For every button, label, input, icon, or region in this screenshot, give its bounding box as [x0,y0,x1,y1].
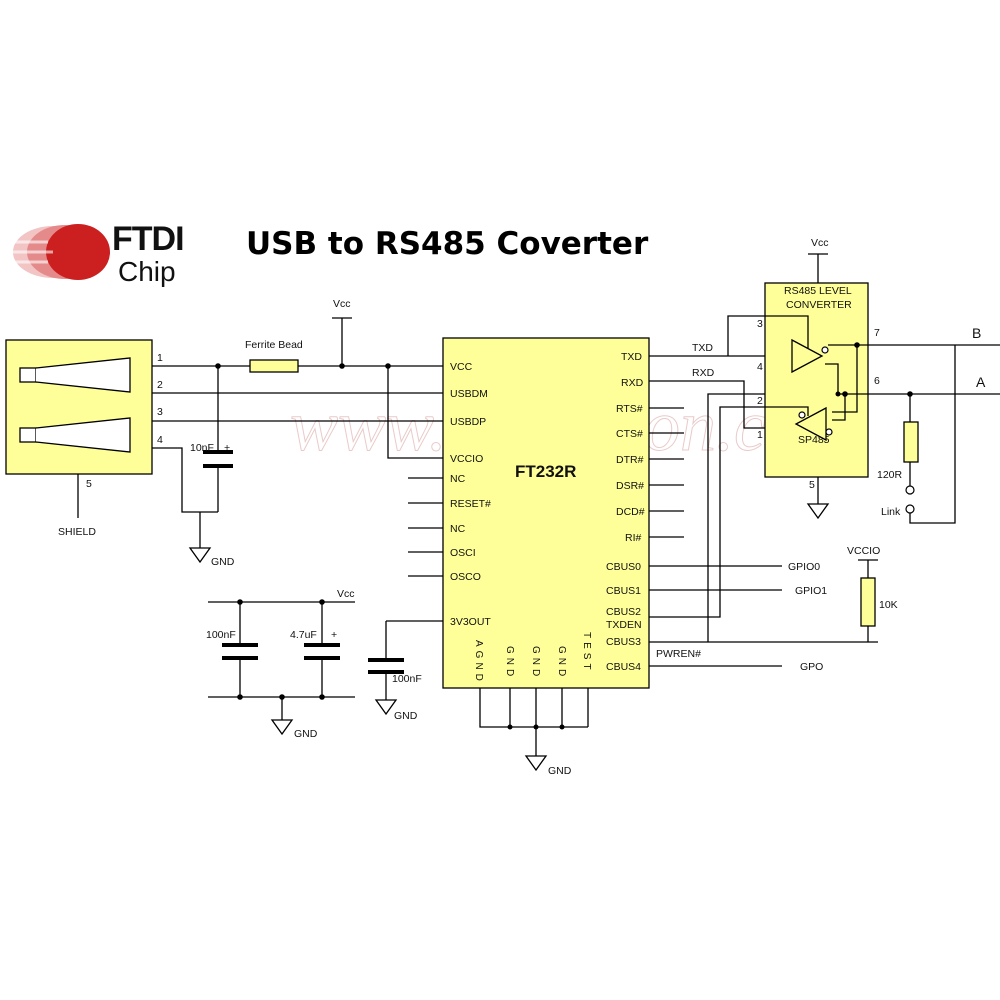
bus-a-label: A [976,374,986,390]
decoupling-caps [208,601,355,736]
cap-4u7-plus: + [331,629,337,641]
txd-label: TXD [692,342,713,354]
pin-reset: RESET# [450,498,491,510]
ft232r-chip [442,337,650,689]
gpio1-label: GPIO1 [795,585,827,597]
cap-4u7-label: 4.7uF [290,629,317,641]
ft232r-left-stubs [385,477,443,660]
diagram-title: USB to RS485 Coverter [246,226,649,262]
logo-brand: FTDI [112,220,185,258]
cap-10nf-plus: + [224,442,230,454]
sp485-driver [727,315,955,442]
ferrite-label: Ferrite Bead [245,339,303,351]
ferrite-bead [249,359,299,373]
sp485-header-1: RS485 LEVEL [784,285,852,297]
pin-usbdm: USBDM [450,388,488,400]
pin-vcc: VCC [450,361,473,373]
pin-usbdp: USBDP [450,416,486,428]
gnd-label-1: GND [211,556,235,568]
pin-gnd-1: GND [504,646,515,680]
sp485-pin-7: 7 [874,327,880,339]
vccio-label: VCCIO [847,545,880,557]
pin-gnd-3: GND [556,646,567,680]
vcc-label-2: Vcc [811,237,829,249]
rxd-label: RXD [692,367,715,379]
r-pull-label: 10K [879,599,898,611]
cap-3v3-label: 100nF [392,673,422,685]
pin-dtr: DTR# [616,454,644,466]
usb-pin-3: 3 [157,406,163,418]
pin-txden: TXDEN [606,619,642,631]
usb-connector [5,339,153,475]
pin-nc-2: NC [450,523,466,535]
ground-bus [479,688,589,756]
ft232r-name: FT232R [515,462,576,481]
pin-3v3out: 3V3OUT [450,616,491,628]
sp485-header-2: CONVERTER [786,299,852,311]
shield-label: SHIELD [58,526,96,538]
gpio0-label: GPIO0 [788,561,820,573]
gpo-label: GPO [800,661,823,673]
cap-10nf-label: 10nF [190,442,214,454]
sp485-pin-2: 2 [757,395,763,407]
pin-test: TEST [581,632,592,674]
pin-vccio: VCCIO [450,453,483,465]
resistor-10k [860,577,876,627]
pwren-label: PWREN# [656,648,701,660]
sp485-chip [764,282,869,478]
usb-pin-1: 1 [157,352,163,364]
sp485-pin-1: 1 [757,429,763,441]
pin-rts: RTS# [616,403,643,415]
logo-sub: Chip [118,256,176,287]
pin-cbus3: CBUS3 [606,636,641,648]
usb-wires [77,318,443,548]
pin-nc-1: NC [450,473,466,485]
pin-dsr: DSR# [616,480,644,492]
pin-txd: TXD [621,351,642,363]
pin-cbus4: CBUS4 [606,661,641,673]
link-label: Link [881,506,901,518]
pin-ri: RI# [625,532,642,544]
ft232r-left-pins: VCC USBDM USBDP VCCIO NC RESET# NC OSCI … [450,361,491,628]
pin-gnd-2: GND [530,646,541,680]
cap-100nf-label: 100nF [206,629,236,641]
bus-b-label: B [972,325,981,341]
usb-pin-5: 5 [86,478,92,490]
pin-dcd: DCD# [616,506,645,518]
gnd-label-chip: GND [548,765,572,777]
pin-agnd: AGND [473,640,484,685]
pin-osco: OSCO [450,571,481,583]
ftdi-logo-icon [8,224,110,280]
gnd-label-2: GND [294,728,318,740]
sp485-pin-4: 4 [757,361,763,373]
resistor-120r [903,421,919,463]
sp485-pin-3: 3 [757,318,763,330]
sp485-pin-5: 5 [809,479,815,491]
pin-cts: CTS# [616,428,643,440]
ft232r-bottom-pins: AGND GND GND GND TEST [473,632,592,685]
pin-cbus1: CBUS1 [606,585,641,597]
pin-osci: OSCI [450,547,476,559]
pin-cbus2: CBUS2 [606,606,641,618]
pin-cbus0: CBUS0 [606,561,641,573]
sp485-pin-6: 6 [874,375,880,387]
usb-pin-2: 2 [157,379,163,391]
vcc-label-1: Vcc [333,298,351,310]
usb-pin-4: 4 [157,434,163,446]
ft232r-right-pins: TXD RXD RTS# CTS# DTR# DSR# DCD# RI# CBU… [606,351,645,673]
r-term-label: 120R [877,469,903,481]
vcc-label-3: Vcc [337,588,355,600]
gnd-label-3: GND [394,710,418,722]
pin-rxd: RXD [621,377,644,389]
